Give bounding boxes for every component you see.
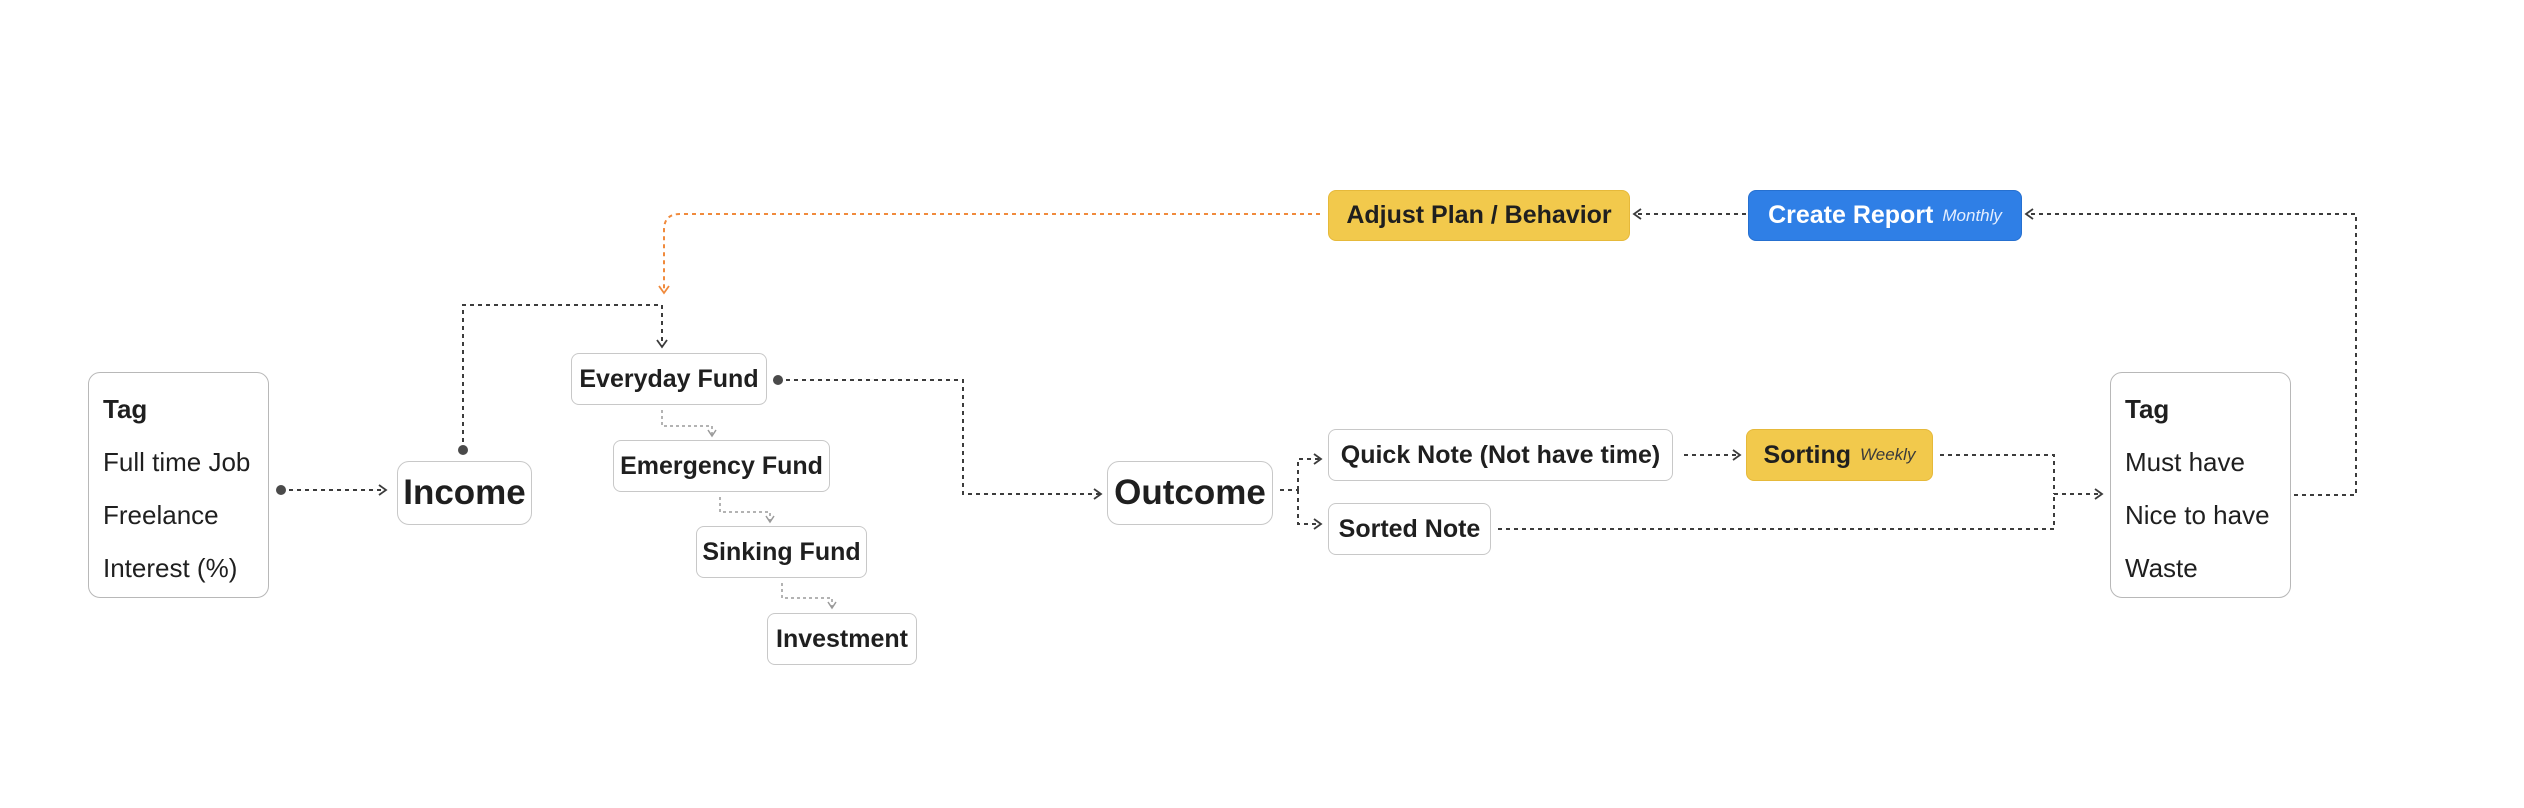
investment-node[interactable]: Investment bbox=[767, 613, 917, 665]
outcome-tag-item: Waste bbox=[2125, 553, 2198, 583]
create-report-frequency: Monthly bbox=[1942, 205, 2002, 225]
sorting-label: Sorting bbox=[1763, 440, 1852, 469]
outcome-node[interactable]: Outcome bbox=[1107, 461, 1273, 525]
outcome-tag-box: Tag Must have Nice to have Waste bbox=[2110, 372, 2291, 598]
outcome-tag-item: Must have bbox=[2125, 447, 2245, 477]
connector-sorted-to-tag bbox=[1498, 494, 2055, 530]
connector-outcome-to-quick bbox=[1297, 453, 1323, 490]
connector-emergency-to-sinking bbox=[719, 497, 775, 524]
emergency-fund-node[interactable]: Emergency Fund bbox=[613, 440, 830, 492]
sinking-fund-node[interactable]: Sinking Fund bbox=[696, 526, 867, 578]
create-report-node[interactable]: Create Report Monthly bbox=[1748, 190, 2022, 241]
connector-adjust-to-everyday bbox=[658, 213, 1320, 295]
sorted-note-node[interactable]: Sorted Note bbox=[1328, 503, 1491, 555]
emergency-fund-label: Emergency Fund bbox=[620, 451, 823, 480]
income-tag-title: Tag bbox=[103, 394, 148, 424]
income-label: Income bbox=[403, 473, 526, 512]
sorting-node[interactable]: Sorting Weekly bbox=[1746, 429, 1933, 481]
adjust-plan-label: Adjust Plan / Behavior bbox=[1346, 201, 1612, 229]
adjust-plan-node[interactable]: Adjust Plan / Behavior bbox=[1328, 190, 1630, 241]
income-node[interactable]: Income bbox=[397, 461, 532, 525]
sinking-fund-label: Sinking Fund bbox=[702, 537, 861, 566]
sorted-note-label: Sorted Note bbox=[1338, 514, 1481, 543]
outcome-label: Outcome bbox=[1114, 473, 1266, 512]
income-tag-item: Full time Job bbox=[103, 447, 251, 477]
quick-note-label: Quick Note (Not have time) bbox=[1340, 440, 1661, 469]
everyday-fund-label: Everyday Fund bbox=[579, 364, 759, 393]
connector-dot-tag bbox=[276, 485, 286, 495]
income-tag-item: Interest (%) bbox=[103, 553, 238, 583]
outcome-tag-item: Nice to have bbox=[2125, 500, 2270, 530]
income-tag-box: Tag Full time Job Freelance Interest (%) bbox=[88, 372, 269, 598]
everyday-fund-node[interactable]: Everyday Fund bbox=[571, 353, 767, 405]
connector-sorting-to-tag bbox=[1940, 454, 2055, 494]
sorting-frequency: Weekly bbox=[1860, 445, 1916, 464]
quick-note-node[interactable]: Quick Note (Not have time) bbox=[1328, 429, 1673, 481]
connector-everyday-to-emergency bbox=[661, 410, 717, 438]
connector-dot-income bbox=[458, 445, 468, 455]
create-report-label: Create Report bbox=[1768, 201, 1934, 229]
connector-sinking-to-investment bbox=[781, 583, 837, 610]
investment-label: Investment bbox=[776, 624, 908, 653]
outcome-tag-title: Tag bbox=[2125, 394, 2170, 424]
connector-outcome-to-sorted bbox=[1297, 490, 1323, 530]
connector-dot-everyday bbox=[773, 375, 783, 385]
income-tag-item: Freelance bbox=[103, 500, 219, 530]
